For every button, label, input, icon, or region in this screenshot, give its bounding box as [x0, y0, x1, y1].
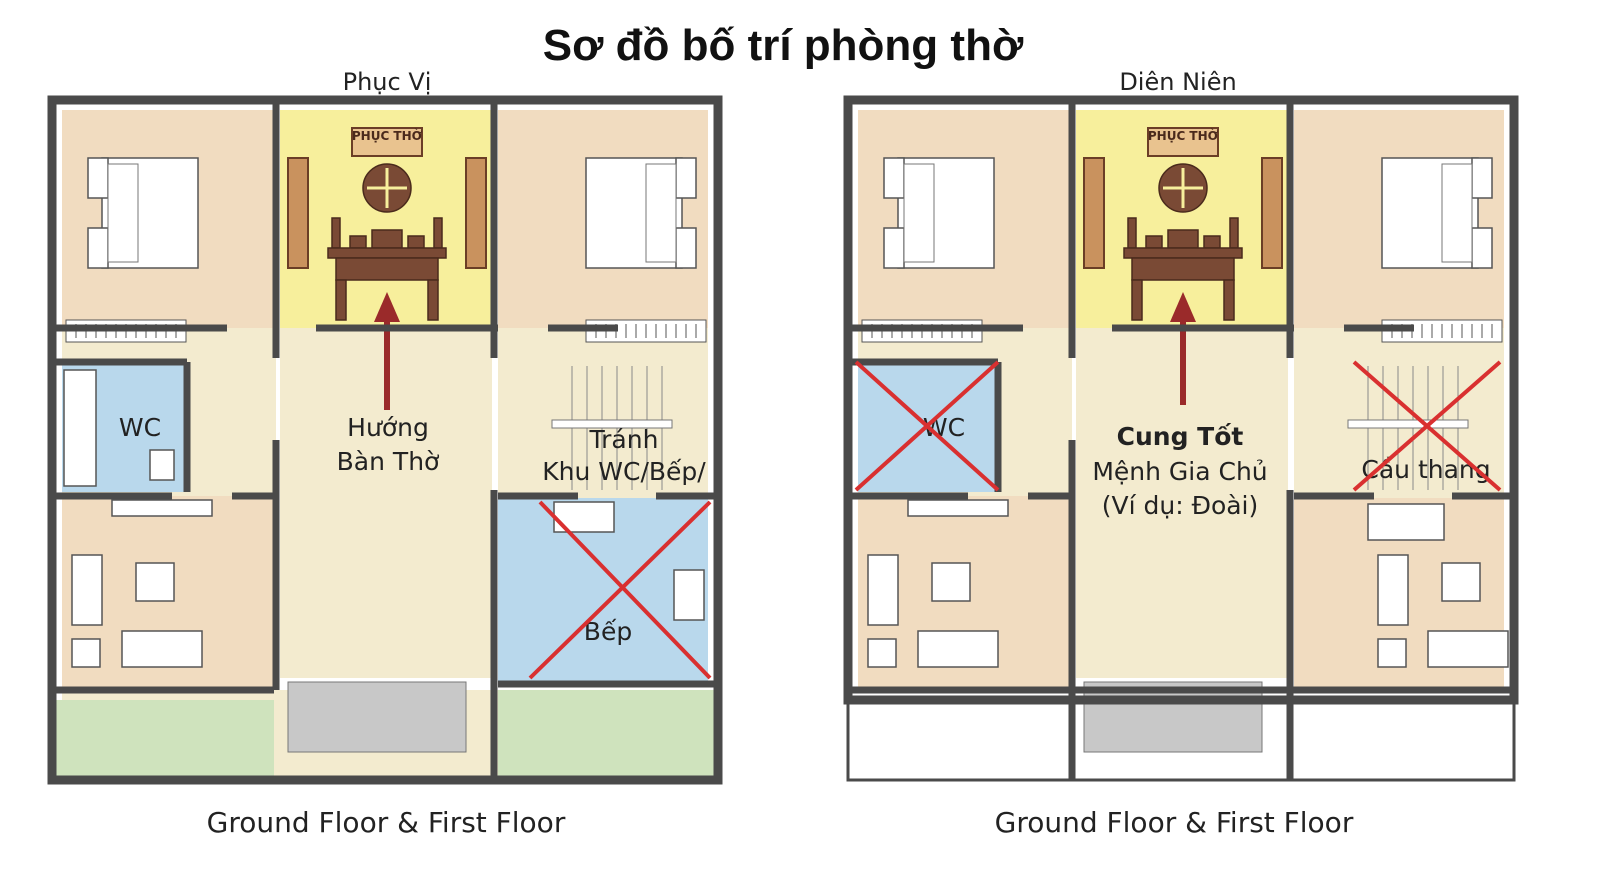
right-floor-plan: PHỤC THỜ Diên Niên WC Cung Tốt Mệnh Gia … — [843, 68, 1519, 839]
kitchen-label: Bếp — [584, 617, 632, 646]
center-label-line3: (Ví dụ: Đoài) — [1102, 491, 1259, 520]
plaque-text: PHỤC THỜ — [352, 128, 423, 143]
center-label-line2: Mệnh Gia Chủ — [1092, 457, 1267, 486]
stairs-area — [1294, 328, 1504, 498]
garden-right — [498, 690, 718, 780]
stairs-area — [498, 328, 708, 498]
avoid-label-line2: Khu WC/Bếp/ — [542, 457, 706, 486]
center-label-line1: Cung Tốt — [1117, 422, 1244, 451]
direction-label: Diên Niên — [1119, 68, 1236, 96]
cross-mark-icon — [854, 360, 1000, 492]
page-title: Sơ đồ bố trí phòng thờ — [543, 21, 1024, 70]
center-label-line2: Bàn Thờ — [337, 447, 440, 476]
arrow-up-icon — [1170, 292, 1196, 322]
arrow-up-icon — [374, 292, 400, 322]
left-floor-plan: PHỤC THỜ Phục Vị WC Hướng Bàn Thờ Tránh … — [47, 68, 723, 839]
left-caption: Ground Floor & First Floor — [207, 806, 566, 839]
wc-label: WC — [119, 413, 161, 442]
plaque-text: PHỤC THỜ — [1148, 128, 1219, 143]
porch — [1083, 681, 1263, 753]
avoid-label-line1: Tránh — [589, 425, 659, 454]
center-label-line1: Hướng — [347, 413, 429, 442]
porch — [287, 681, 467, 753]
garden-left — [52, 700, 274, 780]
right-caption: Ground Floor & First Floor — [995, 806, 1354, 839]
direction-label: Phục Vị — [343, 68, 432, 96]
cross-mark-icon — [528, 500, 712, 680]
cross-mark-icon — [1352, 360, 1502, 492]
stairs-label: Cầu thang — [1361, 455, 1490, 484]
